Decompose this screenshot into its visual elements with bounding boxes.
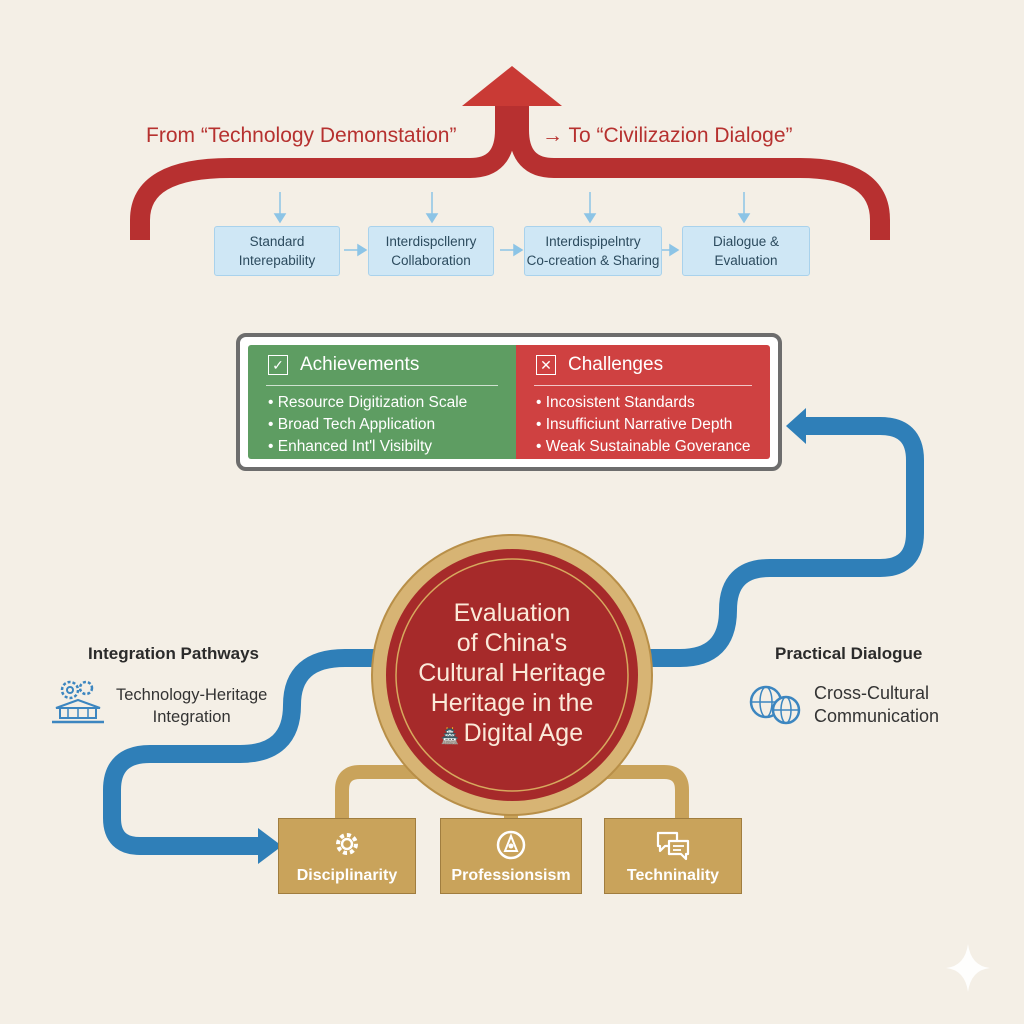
step-dialogue-evaluation: Dialogue & Evaluation: [682, 226, 810, 276]
text-line: Technology-Heritage: [116, 686, 268, 704]
center-line: Evaluation: [453, 599, 571, 627]
gears-building-icon: [48, 678, 108, 733]
text-line: Integration: [152, 708, 231, 726]
divider: [534, 385, 752, 386]
practical-dialogue-title: Practical Dialogue: [775, 644, 923, 663]
center-circle-inner: [386, 549, 638, 801]
center-line: Cultural Heritage: [418, 659, 606, 687]
list-item: • Insufficiunt Narrative Depth: [536, 416, 733, 433]
to-label: → To “Civilizazion Dialoge”: [542, 124, 793, 147]
step-line2: Interepability: [238, 253, 316, 268]
achievements-section: ✓ Achievements • Resource Digitization S…: [248, 345, 516, 459]
blue-flow-path: [103, 417, 924, 855]
technicality-box: Techninality: [604, 818, 742, 894]
text-line: Cross-Cultural: [814, 683, 930, 703]
top-red-arc: [130, 90, 890, 240]
center-line: of China's: [456, 629, 568, 657]
text-line: Communication: [814, 706, 940, 726]
cross-icon: ✕: [536, 355, 556, 375]
divider: [266, 385, 498, 386]
list-item: • Resource Digitization Scale: [268, 394, 468, 411]
disciplinarity-label: Disciplinarity: [296, 867, 398, 884]
sparkle-icon: [946, 944, 990, 992]
step-co-creation-sharing: Interdispipelntry Co-creation & Sharing: [524, 226, 662, 276]
from-label: From “Technology Demonstation”: [146, 124, 457, 147]
technicality-label: Techninality: [626, 867, 720, 884]
professionalism-label: Professionsism: [451, 867, 571, 884]
professionalism-box: Professionsism: [440, 818, 582, 894]
list-item: • Incosistent Standards: [536, 394, 695, 411]
tech-heritage-text: Technology-Heritage Integration: [116, 684, 267, 728]
center-line: Heritage in the: [430, 689, 594, 717]
list-item: • Weak Sustainable Goverance: [536, 438, 751, 455]
step-line2: Co-creation & Sharing: [526, 253, 660, 268]
list-item: • Enhanced Int'l Visibilty: [268, 438, 433, 455]
center-title: Evaluation of China's Cultural Heritage …: [374, 537, 650, 813]
achievements-title: Achievements: [300, 354, 420, 375]
top-red-arrowhead: [462, 66, 562, 106]
center-line: Digital Age: [463, 719, 584, 747]
challenges-list: • Incosistent Standards • Insufficiunt N…: [536, 392, 751, 458]
globe-icon: [748, 682, 804, 733]
step-down-arrows: [273, 192, 751, 224]
step-line1: Interdispcllenry: [385, 234, 477, 249]
badge-icon: [495, 829, 527, 866]
gear-icon: [332, 829, 362, 864]
integration-pathways-title: Integration Pathways: [88, 644, 259, 663]
blue-arrowhead-top: [786, 408, 806, 444]
challenges-title: Challenges: [568, 354, 664, 375]
step-standard-interoperability: Standard Interepability: [214, 226, 340, 276]
challenges-section: ✕ Challenges • Incosistent Standards • I…: [516, 345, 770, 459]
achievements-list: • Resource Digitization Scale • Broad Te…: [268, 392, 467, 458]
disciplinarity-box: Disciplinarity: [278, 818, 416, 894]
step-line1: Standard: [249, 234, 305, 249]
center-circle-ring: [395, 558, 629, 792]
step-line2: Collaboration: [391, 253, 471, 268]
checkmark-icon: ✓: [268, 355, 288, 375]
step-line1: Interdispipelntry: [545, 234, 641, 249]
achievements-challenges-panel: ✓ Achievements • Resource Digitization S…: [236, 333, 782, 471]
cross-cultural-text: Cross-Cultural Communication: [814, 682, 939, 728]
list-item: • Broad Tech Application: [268, 416, 436, 433]
pavilion-icon: 🏯: [440, 728, 460, 745]
step-line2: Evaluation: [714, 253, 778, 268]
blue-arrowhead-bottom: [258, 828, 282, 864]
chat-icon: [655, 829, 691, 866]
step-line1: Dialogue &: [712, 234, 780, 249]
center-last-line: 🏯Digital Age: [441, 718, 583, 752]
step-interdisciplinary-collaboration: Interdispcllenry Collaboration: [368, 226, 494, 276]
